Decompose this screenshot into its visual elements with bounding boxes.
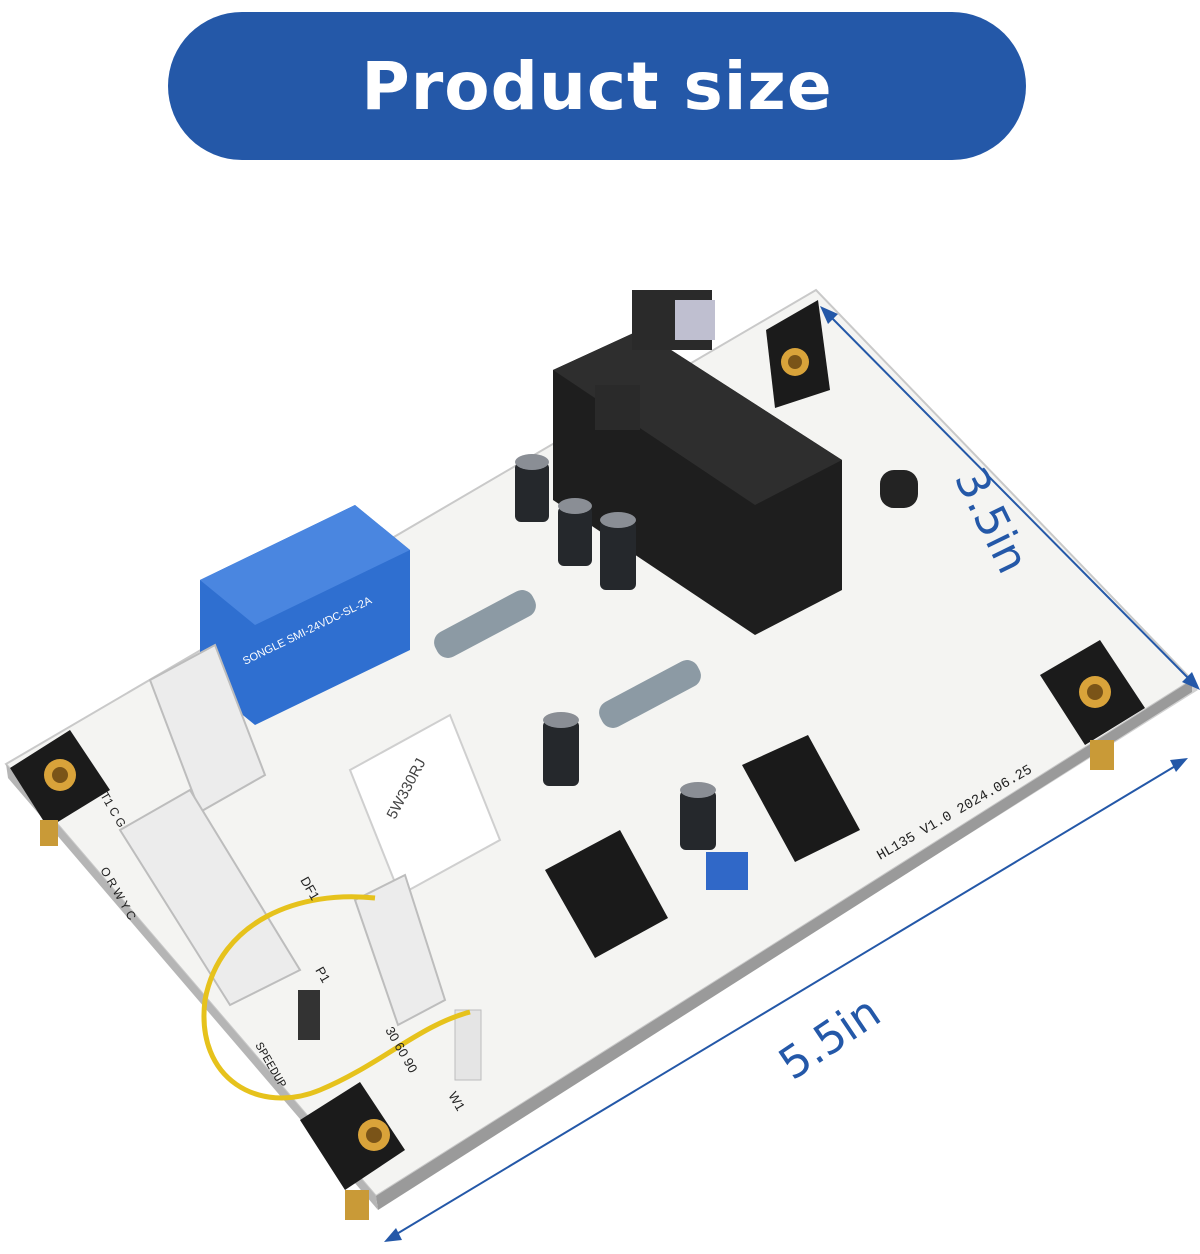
title-banner: Product size xyxy=(168,12,1026,160)
pin-header xyxy=(454,1009,482,1081)
terminal-connector xyxy=(353,873,447,1027)
board-edge xyxy=(376,680,1192,1210)
standoff xyxy=(40,820,58,846)
resistor xyxy=(434,590,536,658)
film-capacitor xyxy=(706,852,748,890)
banner-title: Product size xyxy=(361,47,833,125)
resistor xyxy=(599,660,701,728)
standoff xyxy=(1090,740,1114,770)
terminal-connector xyxy=(118,788,302,1007)
terminal-connector xyxy=(148,643,267,814)
mounting-hole xyxy=(766,300,830,408)
mounting-hole xyxy=(300,1082,405,1190)
signal-relay xyxy=(200,505,410,725)
transistor xyxy=(880,470,918,508)
ic-chip xyxy=(742,735,860,862)
height-dimension-arrow xyxy=(820,306,1200,690)
p1-label: P1 xyxy=(312,964,333,985)
capacitor xyxy=(543,712,579,786)
capacitor xyxy=(515,454,549,522)
standoff xyxy=(345,1190,369,1220)
power-relay xyxy=(553,290,842,635)
mounting-hole xyxy=(1040,640,1145,745)
width-dimension-arrow xyxy=(384,758,1188,1242)
capacitor xyxy=(600,512,636,590)
jumper-wire xyxy=(201,894,471,1101)
ceramic-resistor xyxy=(348,713,502,897)
ic-chip xyxy=(545,830,668,958)
mounting-hole xyxy=(10,730,110,828)
capacitor xyxy=(558,498,592,566)
capacitor xyxy=(680,782,716,850)
pin-header xyxy=(298,990,320,1040)
